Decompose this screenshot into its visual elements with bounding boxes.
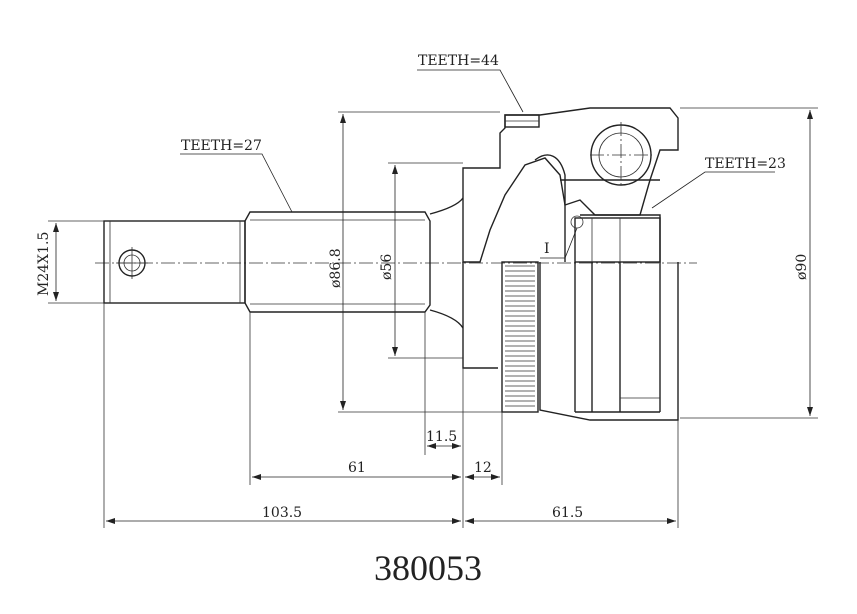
label-dia-56: ø56 <box>379 254 395 280</box>
label-detail-i: I <box>544 241 550 257</box>
label-dim-61: 61 <box>348 460 366 476</box>
part-number: 380053 <box>374 548 482 588</box>
inner-race <box>534 154 661 413</box>
label-dia-86-8: ø86.8 <box>328 248 344 288</box>
length-dims <box>103 303 679 528</box>
label-teeth-27: TEETH=27 <box>181 138 262 154</box>
label-dim-11-5: 11.5 <box>426 429 457 445</box>
ball <box>570 122 652 229</box>
label-dim-12: 12 <box>474 460 492 476</box>
thread-stub <box>103 220 246 304</box>
label-dia-90: ø90 <box>794 254 810 280</box>
leaders <box>180 69 775 259</box>
label-thread: M24X1.5 <box>36 232 52 296</box>
diameter-dims <box>48 107 818 419</box>
abs-ring <box>501 261 539 413</box>
label-teeth-23: TEETH=23 <box>705 156 786 172</box>
label-dim-103-5: 103.5 <box>262 505 302 521</box>
label-teeth-44: TEETH=44 <box>418 53 499 69</box>
label-dim-61-5: 61.5 <box>552 505 583 521</box>
